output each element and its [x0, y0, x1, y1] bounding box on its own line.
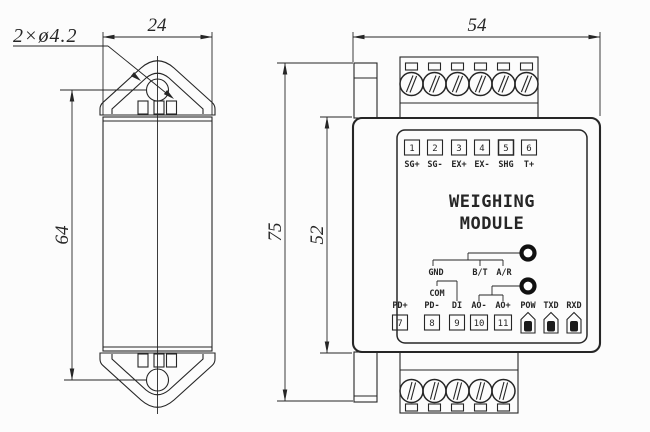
terminal-num: 4	[479, 144, 484, 154]
terminal-block-bottom	[399, 351, 519, 414]
dim-54: 54	[352, 15, 601, 116]
rxd-led-icon	[566, 311, 582, 334]
terminal-num: 9	[454, 319, 459, 329]
dim-64-label: 64	[52, 225, 73, 245]
hole-callout-label: 2×ø4.2	[13, 25, 78, 47]
clip-tooth	[153, 100, 165, 115]
screw-terminal	[491, 62, 516, 97]
screw-terminal	[422, 62, 447, 97]
module-title-line2: MODULE	[460, 214, 524, 234]
terminal-num: 7	[397, 319, 402, 329]
clip-tooth	[153, 353, 165, 368]
terminal-label: EX+	[451, 160, 466, 170]
com-label: COM	[429, 289, 444, 299]
dim-24-label: 24	[148, 15, 168, 36]
din-clip-top	[353, 62, 378, 119]
front-view: 1 2 3 4 5 6 SG+ SG- EX+ EX- SHG T+ WEIGH…	[265, 15, 602, 414]
gnd-label: GND	[428, 268, 443, 278]
screw-terminal	[445, 378, 470, 412]
terminal-num: 8	[429, 319, 434, 329]
button-ao	[519, 277, 537, 295]
mount-hole-bottom	[145, 368, 170, 392]
leader-arrow	[163, 90, 174, 99]
side-body	[102, 116, 213, 352]
bottom-terminal-legend: PD+ PD- DI AO- AO+ POW TXD RXD 7 8 9 10 …	[391, 301, 582, 331]
terminal-label: T+	[524, 160, 534, 170]
terminal-label: AO+	[495, 301, 510, 311]
terminal-num: 6	[526, 144, 531, 154]
side-view: 24 64 2×ø4.2	[13, 15, 216, 414]
screw-terminal	[468, 62, 493, 97]
screw-terminal	[422, 378, 447, 412]
terminal-num: 2	[432, 144, 437, 154]
led-label: TXD	[543, 301, 558, 311]
terminal-label: PD+	[392, 301, 407, 311]
dim-75: 75	[265, 62, 353, 402]
terminal-label: PD-	[424, 301, 439, 311]
clip-tooth	[137, 353, 149, 368]
led-label: RXD	[566, 301, 581, 311]
terminal-num: 5	[503, 144, 508, 154]
dim-54-label: 54	[468, 15, 488, 36]
txd-led-icon	[543, 311, 559, 334]
terminal-label: EX-	[474, 160, 489, 170]
din-clip-bottom	[353, 351, 378, 403]
screw-terminal	[399, 62, 424, 97]
module-body	[351, 116, 602, 354]
led-indicators	[520, 311, 582, 334]
gnd-bt-ar-bracket	[432, 252, 520, 266]
terminal-label: SG-	[427, 160, 442, 170]
screw-terminal	[468, 378, 493, 412]
screw-terminal	[491, 378, 516, 412]
hole-callout: 2×ø4.2	[13, 25, 174, 99]
screw-terminal	[445, 62, 470, 97]
screw-terminal	[399, 378, 424, 412]
bt-label: B/T	[472, 268, 487, 278]
terminal-label: AO-	[471, 301, 486, 311]
terminal-num: 10	[474, 319, 485, 329]
led-label: POW	[520, 301, 536, 311]
ar-label: A/R	[496, 268, 512, 278]
top-mount-bracket	[99, 60, 216, 116]
terminal-num: 11	[498, 319, 509, 329]
dim-75-label: 75	[265, 223, 286, 242]
terminal-label: DI	[452, 301, 462, 311]
terminal-num: 3	[456, 144, 461, 154]
clip-tooth	[165, 353, 178, 368]
dim-24: 24	[102, 15, 213, 115]
terminal-label: SHG	[498, 160, 513, 170]
dim-64: 64	[52, 89, 146, 381]
top-terminal-legend: 1 2 3 4 5 6 SG+ SG- EX+ EX- SHG T+	[403, 139, 538, 170]
terminal-block-top	[399, 56, 539, 119]
clip-tooth	[165, 100, 178, 115]
com-bracket	[436, 280, 458, 301]
pow-led-icon	[520, 311, 536, 334]
dim-52: 52	[307, 116, 352, 354]
leader-arrow	[130, 72, 141, 81]
ao-bracket	[478, 285, 520, 301]
clip-tooth	[137, 100, 149, 115]
screw-terminal	[514, 62, 539, 97]
button-bt-ar	[519, 244, 537, 262]
bottom-mount-bracket	[99, 352, 216, 408]
terminal-label: SG+	[404, 160, 419, 170]
dim-52-label: 52	[307, 225, 328, 245]
front-panel	[396, 129, 588, 344]
terminal-num: 1	[409, 144, 414, 154]
module-title-line1: WEIGHING	[449, 192, 535, 212]
